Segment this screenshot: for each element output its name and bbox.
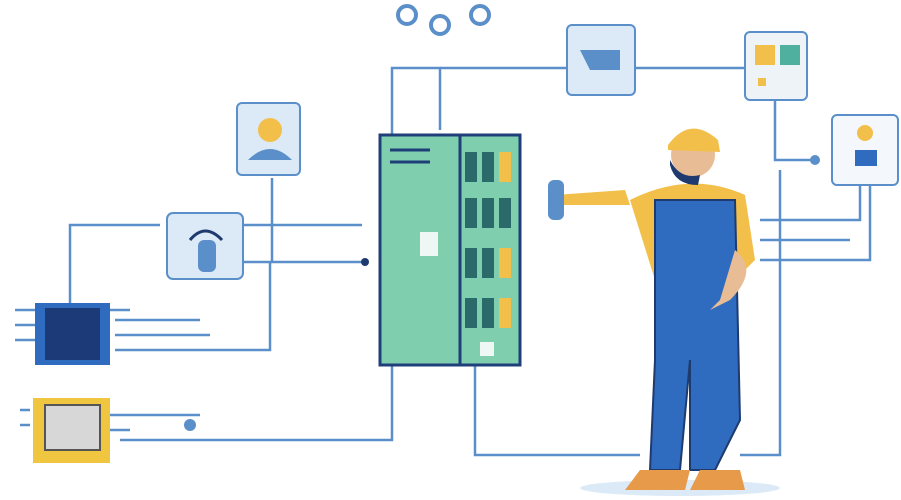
chip-icon bbox=[35, 303, 110, 365]
worker-figure bbox=[548, 128, 780, 496]
wire-node bbox=[361, 258, 369, 266]
monitor-icon bbox=[166, 212, 244, 280]
server-cabinet-icon bbox=[378, 133, 522, 367]
wire-node bbox=[810, 155, 820, 165]
wire-node bbox=[184, 419, 196, 431]
monitor-icon bbox=[744, 31, 808, 101]
monitor-icon bbox=[831, 114, 899, 186]
monitor-icon bbox=[566, 24, 636, 96]
chip-icon bbox=[33, 398, 110, 463]
gears-icon bbox=[396, 4, 491, 36]
monitor-icon bbox=[236, 102, 301, 176]
